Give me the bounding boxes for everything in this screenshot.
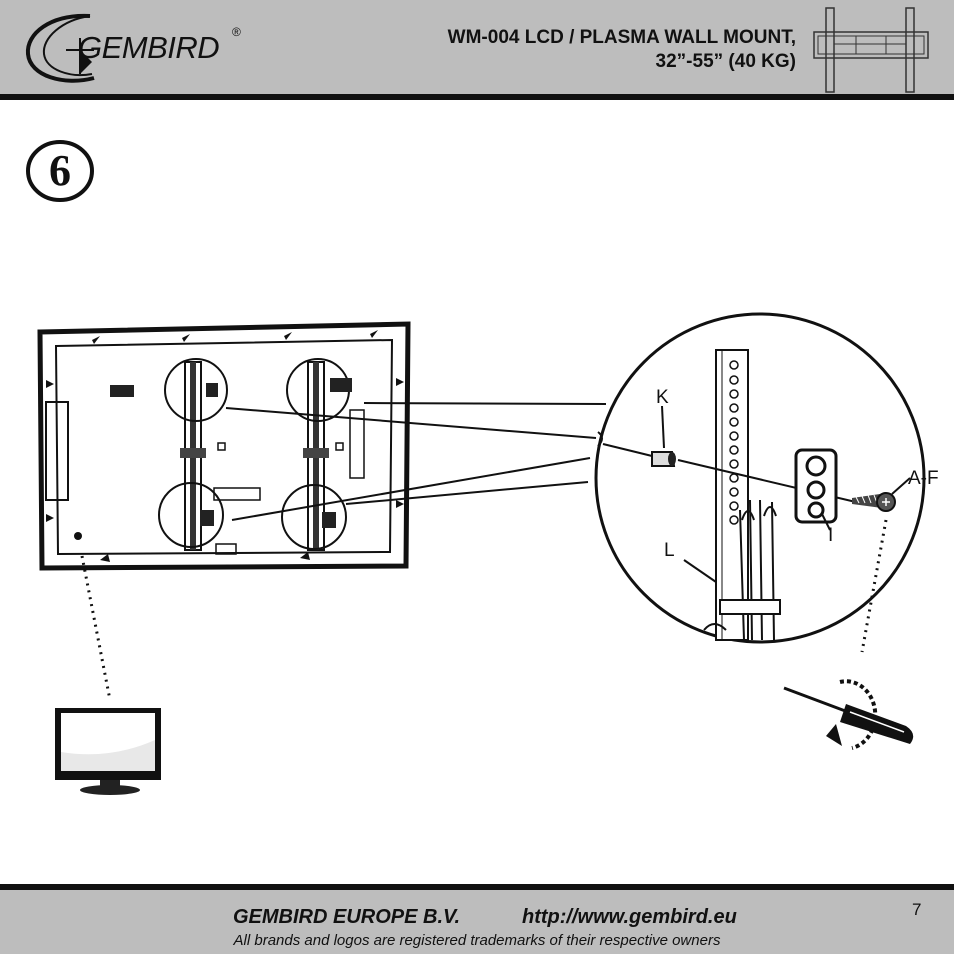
label-a-f: A-F (908, 468, 939, 489)
trademark-disclaimer: All brands and logos are registered trad… (233, 932, 721, 949)
assembly-diagram (37, 312, 926, 795)
tv-back-panel (37, 321, 411, 571)
logo-wordmark: GEMBIRD (78, 30, 220, 65)
page-number: 7 (912, 900, 922, 919)
website-link[interactable]: http://www.gembird.eu (522, 906, 737, 928)
gembird-logo (25, 13, 95, 83)
label-i: I (828, 525, 834, 546)
company-name: GEMBIRD EUROPE B.V. (233, 906, 461, 928)
document-title: WM-004 LCD / PLASMA WALL MOUNT, 32”-55” … (448, 26, 796, 74)
screwdriver-icon (783, 679, 914, 750)
mount-brackets (180, 361, 329, 551)
label-l: L (664, 540, 675, 561)
title-line-2: 32”-55” (40 KG) (655, 51, 796, 72)
page-header: GEMBIRD ® WM-004 LCD / PLASMA WALL MOUNT… (0, 0, 954, 100)
monitor-icon (55, 708, 161, 795)
title-line-1: WM-004 LCD / PLASMA WALL MOUNT, (447, 27, 796, 48)
magnified-detail (594, 312, 926, 644)
wall-mount-thumbnail (813, 7, 929, 93)
step-circle-icon (26, 140, 94, 202)
label-k: K (656, 387, 669, 408)
step-number: 6 (49, 146, 71, 195)
registered-mark: ® (232, 25, 241, 39)
page-footer: GEMBIRD EUROPE B.V. http://www.gembird.e… (0, 884, 954, 954)
